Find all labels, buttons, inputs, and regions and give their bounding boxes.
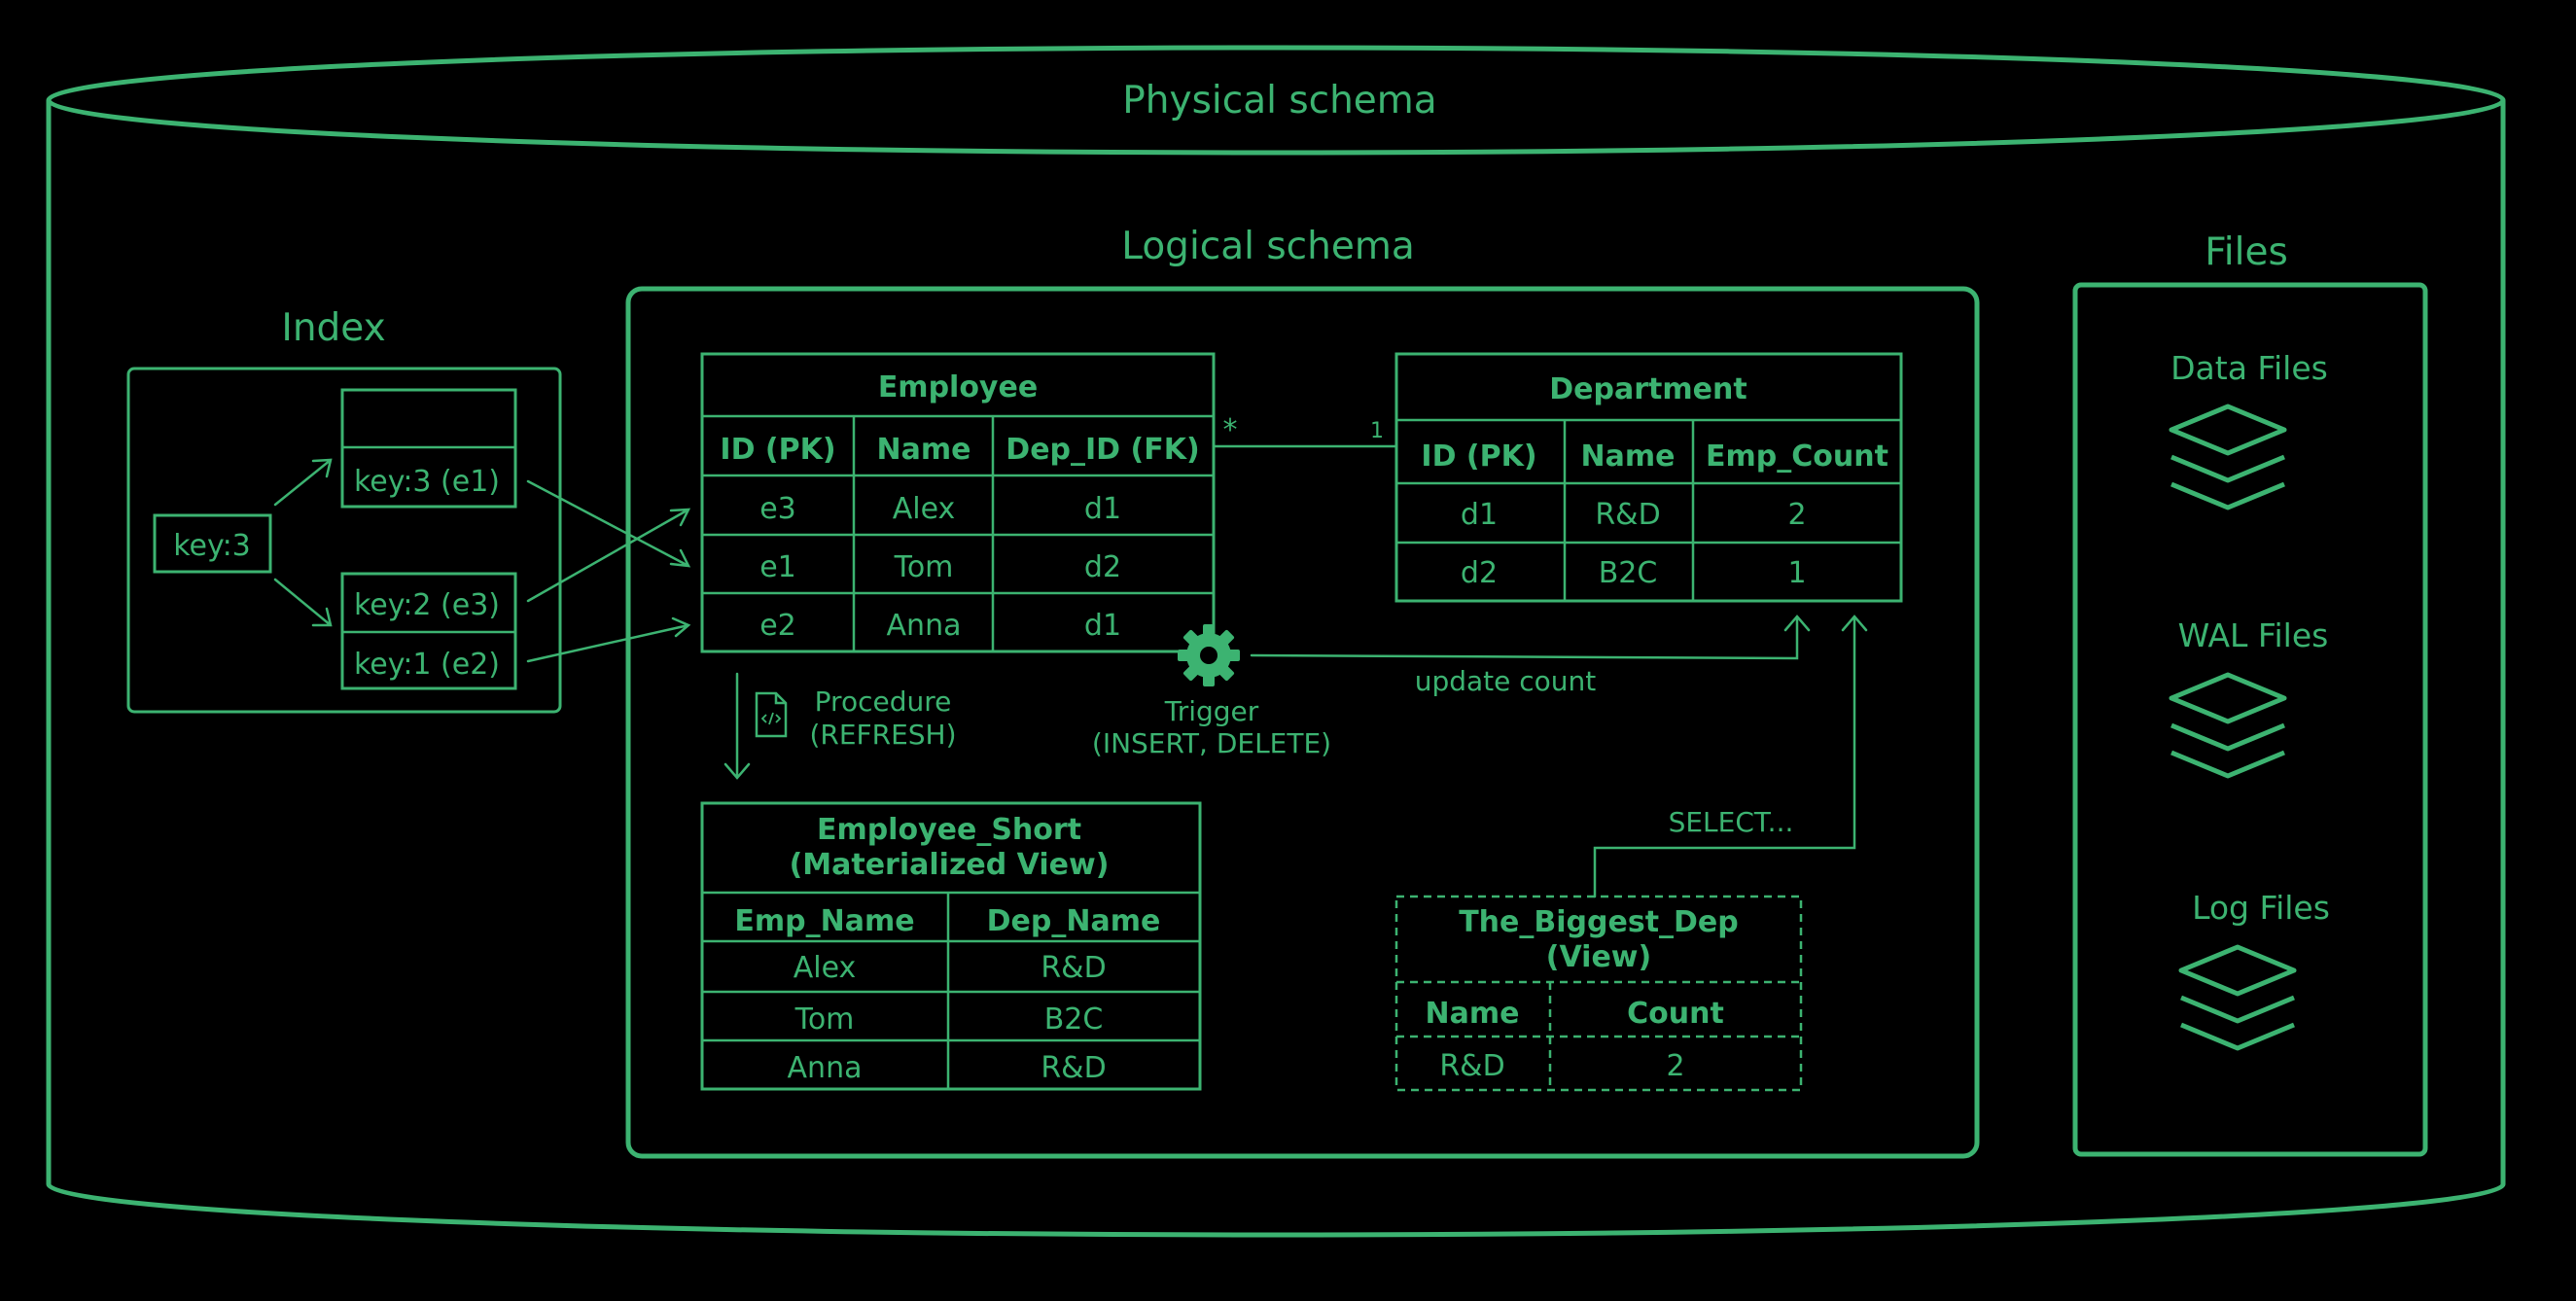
department-col-id: ID (PK) — [1421, 440, 1536, 474]
employee-col-id: ID (PK) — [720, 433, 835, 467]
employee-cell: d1 — [1084, 609, 1121, 643]
select-arrow — [1593, 615, 1868, 898]
index-leaf-key-1: key:1 (e2) — [354, 648, 500, 682]
department-cell: d1 — [1461, 498, 1498, 532]
employee-short-cell: Tom — [794, 1002, 855, 1037]
index-arrows — [273, 458, 691, 663]
employee-cell: e3 — [759, 492, 796, 526]
employee-cell: d2 — [1084, 550, 1121, 584]
biggest-dep-col-count: Count — [1627, 997, 1724, 1031]
employee-short-col-dep-name: Dep_Name — [987, 904, 1161, 938]
biggest-dep-subtitle: (View) — [1546, 940, 1651, 974]
select-label: SELECT... — [1669, 806, 1794, 838]
code-file-icon — [755, 691, 788, 738]
department-title: Department — [1549, 372, 1747, 406]
trigger-events: (INSERT, DELETE) — [1092, 727, 1331, 759]
department-cell: 1 — [1787, 556, 1806, 590]
department-table — [1394, 352, 1903, 603]
log-files-label: Log Files — [2192, 889, 2330, 927]
employee-cell: Anna — [887, 609, 962, 643]
department-cell: B2C — [1599, 556, 1658, 590]
department-cell: d2 — [1461, 556, 1498, 590]
employee-table — [700, 352, 1216, 653]
update-count-arrow — [1250, 615, 1811, 660]
department-cell: 2 — [1787, 498, 1806, 532]
biggest-dep-title: The_Biggest_Dep — [1459, 905, 1739, 939]
index-leaf-key-3: key:3 (e1) — [354, 465, 500, 499]
gear-icon — [1178, 624, 1240, 686]
employee-short-cell: Anna — [788, 1051, 863, 1085]
department-cell: R&D — [1595, 498, 1660, 532]
employee-cell: d1 — [1084, 492, 1121, 526]
employee-cell: e2 — [759, 609, 796, 643]
employee-short-title: Employee_Short — [817, 813, 1081, 847]
procedure-arrow — [723, 672, 751, 780]
department-col-emp-count: Emp_Count — [1706, 440, 1888, 474]
physical-schema-cylinder — [46, 45, 2506, 1238]
logical-schema-box — [625, 286, 1980, 1159]
employee-short-cell: B2C — [1044, 1002, 1104, 1037]
index-root-key: key:3 — [173, 529, 251, 563]
employee-cell: Alex — [893, 492, 956, 526]
relation-one-marker: 1 — [1370, 419, 1384, 443]
employee-short-cell: R&D — [1041, 951, 1106, 985]
employee-short-col-emp-name: Emp_Name — [734, 904, 914, 938]
relation-many-marker: * — [1223, 413, 1238, 447]
files-title: Files — [2205, 230, 2288, 274]
wal-files-label: WAL Files — [2178, 616, 2329, 654]
physical-schema-title: Physical schema — [1122, 79, 1436, 123]
employee-cell: e1 — [759, 550, 796, 584]
employee-col-name: Name — [877, 433, 971, 467]
data-files-stack-icon — [2171, 406, 2284, 508]
employee-col-dep-id: Dep_ID (FK) — [1006, 433, 1199, 467]
data-files-label: Data Files — [2170, 349, 2328, 387]
biggest-dep-col-name: Name — [1426, 997, 1520, 1031]
employee-short-subtitle: (Materialized View) — [790, 848, 1110, 882]
department-col-name: Name — [1581, 440, 1676, 474]
employee-cell: Tom — [894, 550, 954, 584]
biggest-dep-cell: 2 — [1666, 1049, 1684, 1083]
trigger-label: Trigger — [1164, 695, 1259, 727]
logical-schema-title: Logical schema — [1121, 225, 1414, 268]
update-count-label: update count — [1415, 665, 1597, 697]
biggest-dep-cell: R&D — [1439, 1049, 1504, 1083]
procedure-name: (REFRESH) — [809, 719, 956, 751]
index-title: Index — [281, 306, 385, 350]
index-box — [126, 367, 562, 714]
index-leaf-key-2: key:2 (e3) — [354, 588, 500, 622]
employee-short-cell: R&D — [1041, 1051, 1106, 1085]
employee-short-cell: Alex — [794, 951, 857, 985]
files-box — [2072, 282, 2428, 1157]
procedure-label: Procedure — [815, 686, 952, 718]
employee-short-table — [700, 801, 1202, 1091]
wal-files-stack-icon — [2171, 675, 2284, 776]
employee-title: Employee — [878, 370, 1038, 404]
log-files-stack-icon — [2181, 947, 2294, 1048]
biggest-dep-view — [1394, 895, 1803, 1092]
index-root-node — [153, 513, 272, 574]
